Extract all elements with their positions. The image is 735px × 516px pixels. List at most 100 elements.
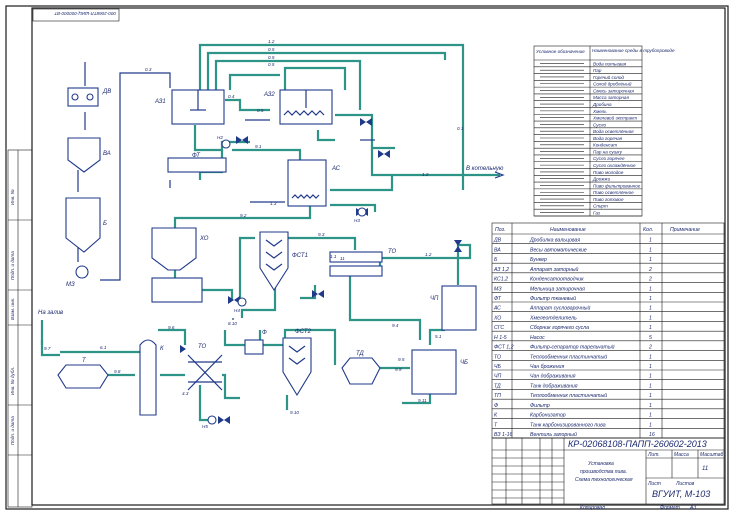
spec-row-qty: 1 bbox=[649, 393, 652, 399]
label-td: ТД bbox=[356, 351, 365, 357]
line-label: 0.5 bbox=[268, 47, 275, 52]
label-va: ВА bbox=[103, 151, 111, 157]
spec-row-name: Насос bbox=[530, 335, 545, 341]
spec-row-pos: ДВ bbox=[493, 238, 502, 244]
line-label: 1.1 bbox=[330, 254, 337, 259]
line-label: 0.4 bbox=[228, 94, 235, 99]
spec-row-qty: 1 bbox=[649, 315, 652, 321]
legend-row-label: Пиво готовое bbox=[593, 197, 624, 202]
legend-row-label: Пар bbox=[593, 68, 602, 73]
spec-row-pos: МЗ bbox=[494, 286, 502, 292]
spec-row-pos: Ф bbox=[494, 403, 498, 409]
line-label: 0.5 bbox=[257, 108, 264, 113]
spec-row-pos: ВА bbox=[494, 247, 501, 253]
mass-label: Масса bbox=[674, 452, 689, 458]
spec-row-name: Фильтр тканевый bbox=[530, 295, 576, 302]
label-n4: Н4 bbox=[234, 308, 240, 313]
legend-header-name: Наименование среды в трубопроводе bbox=[592, 48, 675, 53]
org-name: ВГУИТ, М-103 bbox=[652, 489, 710, 499]
label-n3: Н3 bbox=[354, 218, 360, 223]
tank-td bbox=[341, 357, 381, 385]
scale-label: Масштаб bbox=[700, 452, 724, 458]
legend-row-label: Хмелевой экстракт bbox=[592, 115, 637, 121]
spec-row-pos: ЧБ bbox=[494, 364, 501, 370]
spec-row-qty: 2 bbox=[648, 345, 652, 351]
spec-row-name: Аппарат заторный bbox=[529, 266, 579, 273]
legend-row-label: Смесь затирочная bbox=[593, 88, 634, 93]
sheet-title-2: производства пива. bbox=[580, 469, 627, 475]
format-label: Формат bbox=[660, 505, 680, 511]
spec-row-pos: ВЗ 1-16 bbox=[494, 432, 512, 438]
line-label: 9.10 bbox=[290, 410, 299, 415]
secondary-tank-chp bbox=[441, 285, 477, 331]
spec-row-pos: ФТ bbox=[494, 296, 502, 302]
line-label: 0.3 bbox=[145, 67, 152, 72]
spec-row-name: Чан дображивания bbox=[530, 374, 576, 380]
line-label: 9.6 bbox=[168, 325, 175, 330]
drawing-code-rotated: 000-2068ТЛ-ШИЦ-000000-ВТ bbox=[53, 11, 116, 16]
label-to2: ТО bbox=[198, 344, 207, 350]
line-label: 0.1 bbox=[457, 126, 464, 131]
spec-row-pos: ХО bbox=[493, 315, 501, 321]
legend-row-label: Пиво фильтрованное bbox=[593, 183, 641, 188]
spec-row-name: Весы автоматические bbox=[530, 247, 587, 253]
legend-row-label: Конденсат bbox=[593, 143, 617, 148]
spec-header-pos: Поз. bbox=[495, 227, 505, 233]
spec-row-qty: 1 bbox=[649, 257, 652, 263]
label-k: К bbox=[160, 346, 164, 352]
line-label: 1.3 bbox=[270, 201, 277, 206]
legend-row-label: Дрожжи bbox=[592, 177, 611, 182]
spec-header-note: Примечание bbox=[670, 227, 700, 233]
spec-row-pos: ТО bbox=[494, 354, 501, 360]
spec-row-qty: 16 bbox=[649, 432, 655, 438]
label-fst2: ФСТ2 bbox=[295, 329, 312, 335]
side-label-1: Инв. № bbox=[10, 189, 15, 205]
line-label: 8.10 bbox=[228, 321, 237, 326]
legend-row-label: Газ bbox=[593, 211, 601, 216]
spec-row-name: Мельница затирочная bbox=[530, 286, 585, 292]
side-label-5: Подп. и дата bbox=[10, 416, 15, 445]
line-label: 9.7 bbox=[44, 346, 51, 351]
spec-row-pos: Б bbox=[494, 257, 498, 263]
spec-row-name: Конденсатоотводчик bbox=[530, 277, 584, 283]
heat-exchanger-to2 bbox=[187, 354, 223, 391]
legend-row-label: Хмель bbox=[592, 109, 607, 114]
line-label: 9.8 bbox=[114, 369, 121, 374]
spec-row-qty: 1 bbox=[649, 354, 652, 360]
legend-row-label: Пиво осветлённое bbox=[593, 190, 634, 195]
line-label: 1.2 bbox=[422, 172, 429, 177]
filter-ft bbox=[167, 157, 227, 173]
label-mz: МЗ bbox=[66, 282, 75, 288]
spec-row-pos: ЧП bbox=[494, 374, 501, 380]
separator-fst2 bbox=[282, 337, 312, 397]
spec-row-pos: ТП bbox=[494, 393, 501, 399]
line-label: 4.3 bbox=[182, 391, 189, 396]
spec-header-qty: Кол. bbox=[643, 227, 653, 233]
equipment: ДВ ВА Б МЗ АЗ1 АЗ2 ФТ АС ХО ФСТ1 bbox=[57, 87, 477, 416]
side-label-3: Взам. инв. bbox=[10, 298, 15, 320]
line-label: 9.1 bbox=[255, 144, 262, 149]
spec-row-pos: КС1,2 bbox=[494, 277, 508, 283]
line-label: 9.9 bbox=[395, 367, 402, 372]
line-label: 1.2 bbox=[425, 252, 432, 257]
grain-lines bbox=[77, 62, 375, 320]
spec-row-name: Бункер bbox=[530, 257, 547, 263]
spec-row-pos: АС bbox=[493, 306, 501, 312]
to-drain-label: На залив bbox=[38, 310, 63, 316]
outer-border bbox=[5, 5, 729, 510]
spec-row-pos: К bbox=[494, 413, 498, 419]
legend-row-label: Сусло охлаждённое bbox=[593, 163, 636, 168]
legend-row-label: Масса заторная bbox=[593, 95, 629, 100]
spec-row-name: Танк карбонизированного пива bbox=[530, 422, 606, 428]
sheet-title-3: Схема технологическая bbox=[575, 477, 633, 483]
label-ft: ФТ bbox=[192, 153, 201, 159]
pump-n3 bbox=[357, 207, 367, 217]
legend-row-label: Сусло bbox=[593, 122, 606, 127]
legend-row-label: Пиво молодое bbox=[593, 170, 624, 175]
copied-label: Копировал bbox=[580, 505, 605, 511]
sheets-count: 11 bbox=[702, 466, 708, 472]
spec-row-qty: 1 bbox=[649, 364, 652, 370]
line-label: 6.1 bbox=[100, 345, 107, 350]
